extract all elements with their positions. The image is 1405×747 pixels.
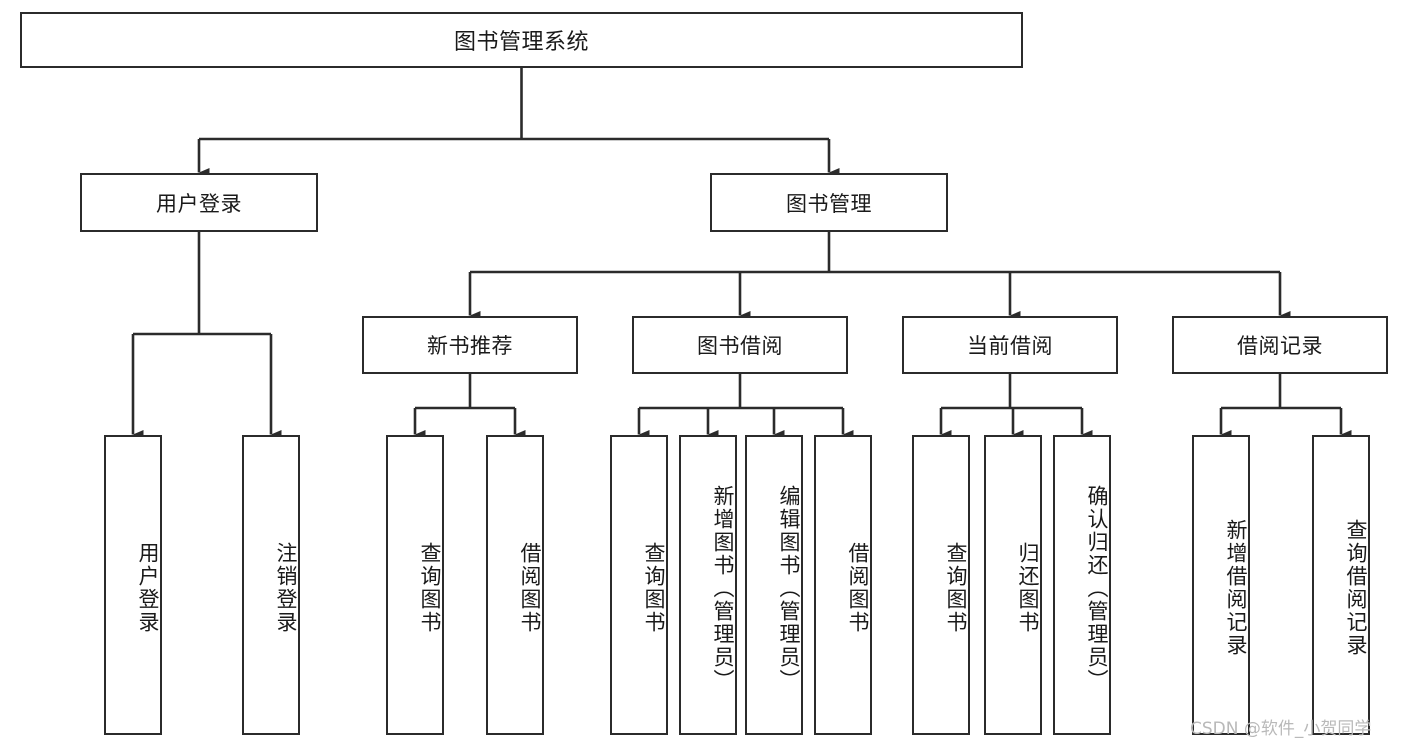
leaf-node-add-book-admin[interactable]: 新增图书（管理员）	[679, 435, 737, 735]
leaf-node-add-borrow-record[interactable]: 新增借阅记录	[1192, 435, 1250, 735]
leaf-node-confirm-return-admin[interactable]: 确认归还（管理员）	[1053, 435, 1111, 735]
node-borrow-record[interactable]: 借阅记录	[1172, 316, 1388, 374]
node-book-borrow[interactable]: 图书借阅	[632, 316, 848, 374]
leaf-node-borrow-book-recommend[interactable]: 借阅图书	[486, 435, 544, 735]
leaf-node-query-book-recommend[interactable]: 查询图书	[386, 435, 444, 735]
leaf-node-query-borrow-record[interactable]: 查询借阅记录	[1312, 435, 1370, 735]
node-current-borrow[interactable]: 当前借阅	[902, 316, 1118, 374]
leaf-node-query-book-borrow[interactable]: 查询图书	[610, 435, 668, 735]
node-root-book-management-system[interactable]: 图书管理系统	[20, 12, 1023, 68]
node-book-management[interactable]: 图书管理	[710, 173, 948, 232]
node-new-book-recommend[interactable]: 新书推荐	[362, 316, 578, 374]
leaf-node-user-logout[interactable]: 注销登录	[242, 435, 300, 735]
leaf-node-return-book[interactable]: 归还图书	[984, 435, 1042, 735]
node-user-login[interactable]: 用户登录	[80, 173, 318, 232]
leaf-node-query-book-current[interactable]: 查询图书	[912, 435, 970, 735]
leaf-node-edit-book-admin[interactable]: 编辑图书（管理员）	[745, 435, 803, 735]
leaf-node-borrow-book[interactable]: 借阅图书	[814, 435, 872, 735]
leaf-node-user-login[interactable]: 用户登录	[104, 435, 162, 735]
csdn-watermark: CSDN @软件_小贺同学	[1190, 719, 1372, 739]
